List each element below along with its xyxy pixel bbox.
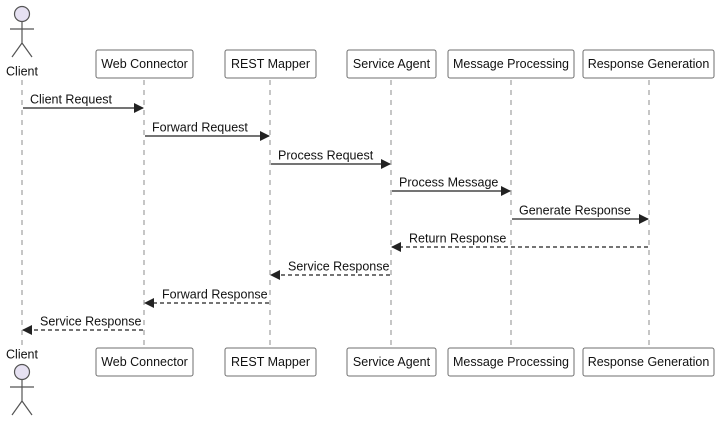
top-rest-mapper-label: REST Mapper (231, 57, 310, 71)
top-web-connector-box (95, 49, 194, 79)
bottom-message-processing-label: Message Processing (453, 355, 569, 369)
top-actor-label: Client (6, 64, 38, 78)
message-1-label: Client Request (30, 92, 113, 106)
bottom-actor-head (13, 363, 31, 381)
top-service-agent-box (346, 49, 437, 79)
bottom-rest-mapper-box (224, 347, 317, 377)
bottom-web-connector-label: Web Connector (101, 355, 188, 369)
top-participants-layer: Client Web Connector REST Mapper Service Ag… (6, 5, 715, 79)
top-rest-mapper-box (224, 49, 317, 79)
top-message-processing-label: Message Processing (453, 57, 569, 71)
message-9-label: Service Response (40, 314, 141, 328)
message-6-label: Return Response (409, 231, 506, 245)
top-actor-head (13, 5, 31, 23)
top-service-agent-label: Service Agent (353, 57, 431, 71)
bottom-message-processing-box (447, 347, 575, 377)
top-response-generation-box (582, 49, 715, 79)
message-8-label: Forward Response (162, 287, 268, 301)
bottom-actor-body (10, 379, 34, 416)
bottom-response-generation-box (582, 347, 715, 377)
top-response-generation-label: Response Generation (588, 57, 710, 71)
message-3-label: Process Request (278, 148, 374, 162)
top-message-processing-box (447, 49, 575, 79)
bottom-actor-label: Client (6, 347, 38, 361)
bottom-rest-mapper-label: REST Mapper (231, 355, 310, 369)
bottom-service-agent-box (346, 347, 437, 377)
top-actor-body (10, 21, 34, 58)
bottom-service-agent-label: Service Agent (353, 355, 431, 369)
message-2-label: Forward Request (152, 120, 248, 134)
message-4-label: Process Message (399, 175, 498, 189)
bottom-response-generation-label: Response Generation (588, 355, 710, 369)
lifelines-layer (21, 80, 650, 346)
message-7-label: Service Response (288, 259, 389, 273)
message-5-label: Generate Response (519, 203, 631, 217)
top-web-connector-label: Web Connector (101, 57, 188, 71)
bottom-web-connector-box (95, 347, 194, 377)
